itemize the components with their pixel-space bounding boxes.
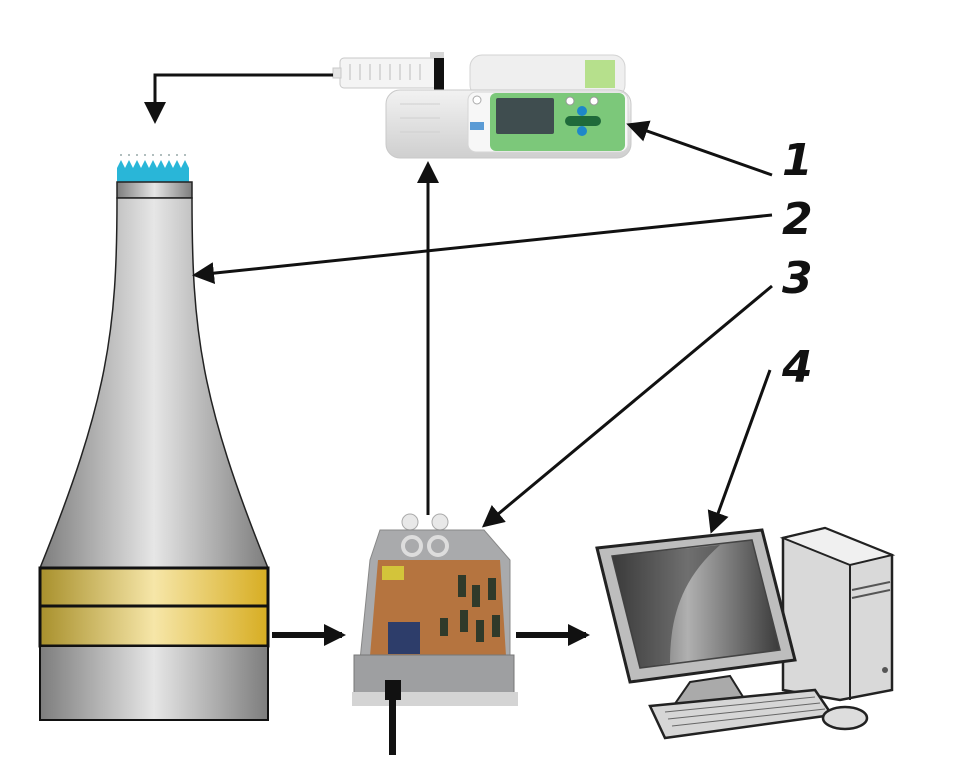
syringe-plunger-seal bbox=[434, 56, 444, 92]
leader-4 bbox=[707, 369, 772, 534]
screen-reflection bbox=[612, 545, 720, 668]
piezo-ring-upper bbox=[38, 566, 270, 608]
keyboard bbox=[648, 688, 835, 740]
leader-2 bbox=[192, 213, 773, 285]
arrow-syringe-to-tip bbox=[144, 73, 333, 124]
syringe-flange bbox=[430, 52, 444, 58]
arrows bbox=[144, 73, 773, 646]
spray-droplets bbox=[120, 154, 186, 156]
horn-back-mass bbox=[39, 645, 269, 721]
ultrasonic-horn bbox=[38, 154, 270, 721]
label-1: 1 bbox=[782, 135, 813, 186]
pc-tower-top bbox=[779, 526, 896, 567]
pcb-capacitors bbox=[440, 575, 500, 642]
label-4: 4 bbox=[781, 342, 813, 393]
control-circuit-box bbox=[352, 513, 518, 755]
mouse bbox=[821, 705, 869, 731]
atomized-liquid bbox=[117, 160, 189, 182]
horn-body bbox=[38, 197, 270, 569]
syringe-graduations bbox=[349, 64, 421, 80]
syringe-nozzle bbox=[332, 67, 342, 79]
pump-display bbox=[496, 98, 554, 134]
computer bbox=[595, 526, 896, 740]
label-2: 2 bbox=[782, 194, 813, 245]
pump-grip-lines bbox=[400, 103, 440, 133]
box-connector-right bbox=[431, 513, 449, 531]
pcb-inductor-left bbox=[401, 535, 423, 557]
leader-3 bbox=[481, 284, 773, 528]
leader-1 bbox=[626, 120, 773, 177]
pcb-inductor-right bbox=[427, 535, 449, 557]
box-base bbox=[352, 692, 518, 706]
pump-plunger-driver bbox=[585, 60, 615, 88]
pump-key-up bbox=[577, 106, 587, 116]
pcb-microcontroller bbox=[388, 622, 420, 654]
pc-power-button bbox=[882, 667, 888, 673]
piezo-ring-lower bbox=[38, 604, 270, 648]
horn-tip-collar bbox=[116, 181, 193, 199]
pump-key-right bbox=[589, 96, 599, 106]
pump-power-icon bbox=[472, 95, 482, 105]
label-3: 3 bbox=[782, 253, 813, 304]
power-plug bbox=[385, 680, 401, 700]
pump-key-bar bbox=[565, 116, 601, 126]
syringe-pump bbox=[332, 52, 632, 159]
pump-key-down bbox=[577, 126, 587, 136]
box-connector-left bbox=[401, 513, 419, 531]
pcb-transformer bbox=[382, 566, 404, 580]
pump-key-left bbox=[565, 96, 575, 106]
keyboard-keys bbox=[664, 696, 826, 727]
pump-logo bbox=[470, 122, 484, 130]
power-cable bbox=[389, 700, 396, 755]
